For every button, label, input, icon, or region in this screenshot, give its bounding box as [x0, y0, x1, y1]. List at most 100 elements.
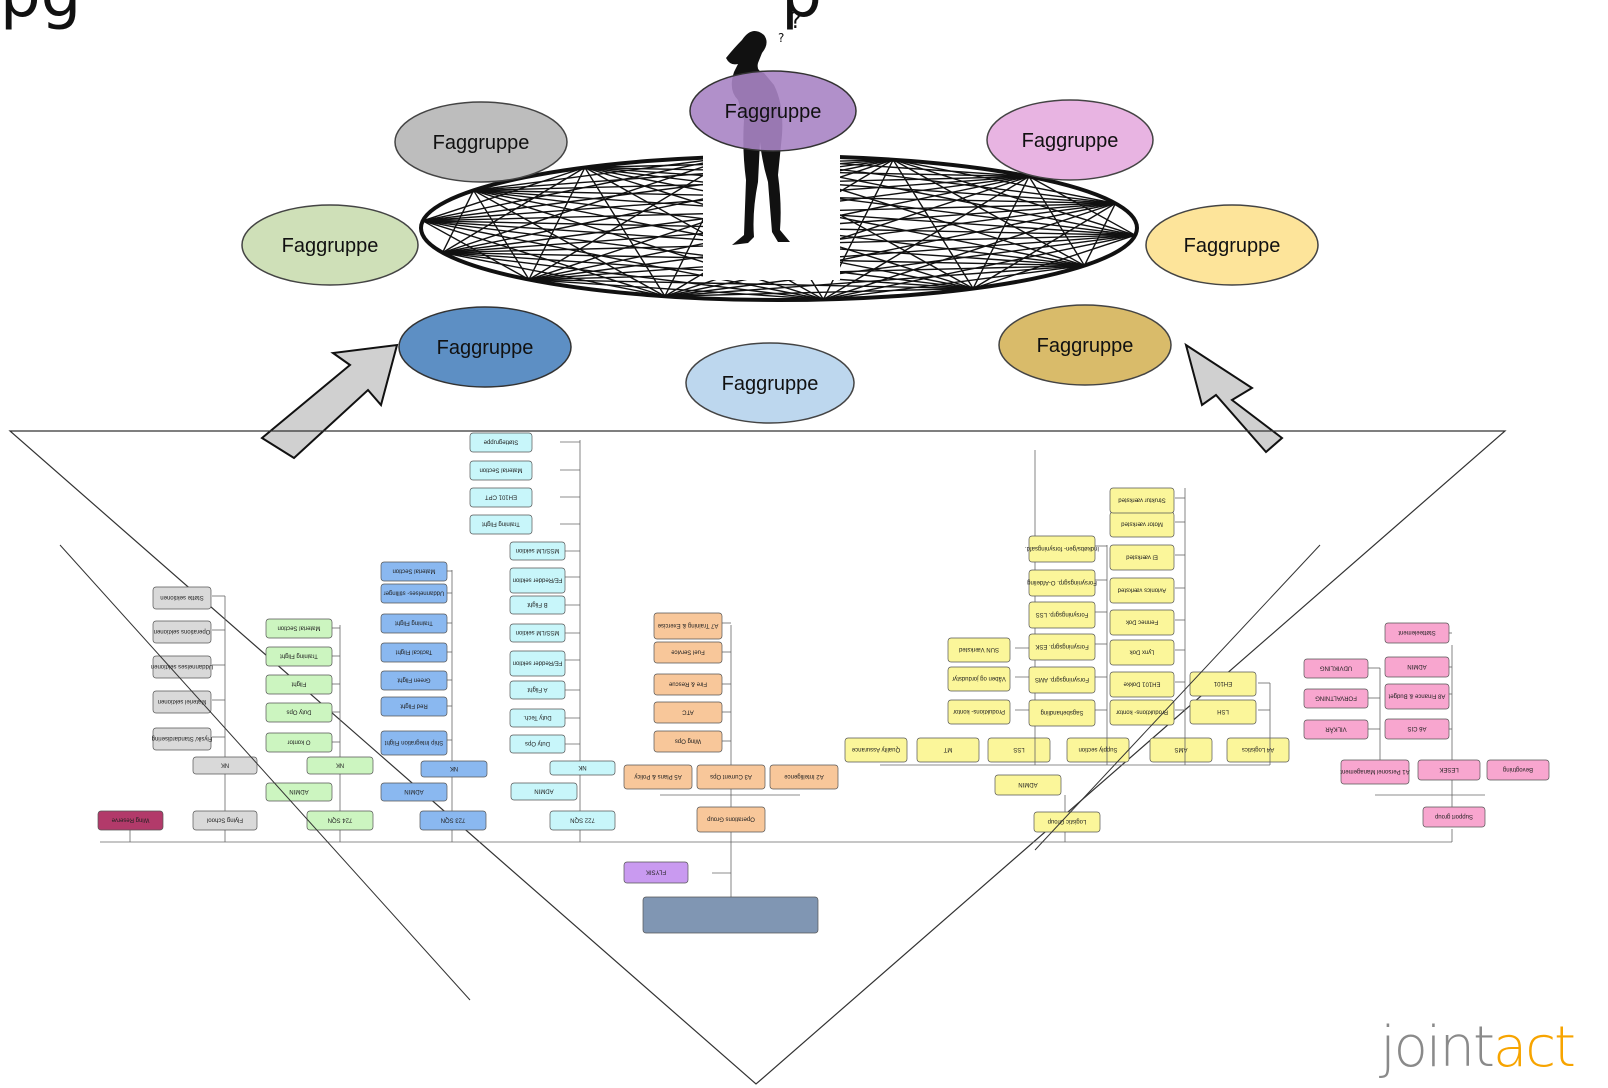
right-arrow [1184, 342, 1284, 454]
org-box: Red Flight [380, 696, 448, 717]
org-box-label: Training Flight [280, 653, 318, 659]
org-box: Forsyningsgrp. AMS [1028, 666, 1096, 694]
org-box-label: Flying School [207, 817, 243, 823]
org-box-rect [1033, 811, 1101, 833]
org-box-label: Fuel Service [671, 649, 705, 655]
org-box-rect [469, 460, 533, 481]
mesh-line [473, 189, 824, 301]
org-box-rect [1189, 699, 1257, 725]
org-box: A3 Current Ops [696, 764, 766, 790]
mesh-line [1083, 203, 1117, 266]
mesh-line [892, 159, 1136, 236]
org-box-rect [1303, 688, 1369, 709]
org-box-rect [987, 737, 1051, 763]
org-box-rect [1384, 718, 1450, 740]
org-box: 722 SQN [549, 810, 616, 831]
mesh-line [584, 166, 1116, 205]
org-box-rect [152, 620, 212, 644]
org-box: Uddannelses- stillinger [380, 583, 448, 604]
org-box-label: NK [336, 762, 344, 768]
org-box-rect [1340, 759, 1410, 785]
org-box-label: Training Flight [482, 521, 520, 527]
org-box: LSH [1189, 699, 1257, 725]
org-box-label: A8 Finance & Budget [1388, 693, 1445, 699]
org-box-label: El værksted [1126, 554, 1158, 560]
faggruppe-node: Faggruppe [241, 204, 419, 286]
org-box-rect [549, 760, 616, 776]
org-box-label: EH101 [1213, 680, 1232, 686]
org-box: EH101 CPT [469, 487, 533, 508]
faggruppe-ellipse [394, 101, 568, 183]
org-box-label: Støttegruppe [483, 439, 518, 445]
org-box-rect [420, 760, 488, 778]
left-arrow [260, 343, 399, 460]
org-box-label: Material Section [392, 568, 435, 574]
org-box: ADMIN [994, 774, 1062, 796]
org-box-label: EH101 Dokke [1123, 681, 1161, 687]
org-box: Indkøbs/gen- forsyningsafd. [1025, 535, 1099, 563]
org-box: Material Section [380, 561, 448, 582]
org-box-rect [1028, 633, 1096, 661]
org-box-label: A3 Current Ops [710, 773, 752, 779]
org-box: Våben og jordudstyr [947, 666, 1011, 692]
svg-text:?: ? [790, 9, 802, 34]
org-box-label: FORVALTNING [1315, 695, 1357, 701]
org-box-rect [947, 666, 1011, 692]
mesh-line [892, 159, 1116, 205]
org-box-rect [152, 727, 212, 751]
org-box-rect [469, 432, 533, 453]
mesh-line [422, 166, 586, 222]
org-box-label: Fennec Dok [1125, 619, 1158, 625]
org-box-label: LSH [1217, 708, 1229, 714]
org-box: SUN Værksted [947, 637, 1011, 663]
mesh-line [473, 155, 735, 192]
org-box-rect [653, 612, 723, 640]
org-box: Flight [265, 674, 333, 695]
faggruppe-node: Faggruppe [689, 70, 857, 152]
org-box: ADMIN [380, 782, 448, 802]
logo-part2: act [1492, 1015, 1576, 1080]
org-box-rect [653, 673, 723, 696]
org-box: Forsyningsgrp. LSS [1028, 601, 1096, 629]
org-box-label: Wing Ops [675, 738, 701, 744]
org-box: Operations Group [696, 806, 766, 833]
org-box-label: 723 SQN [441, 817, 466, 823]
org-box: MSS/LM sektion [509, 623, 566, 643]
org-box: Operations sektionen [152, 620, 212, 644]
org-box: Forsyningsgrp. ESK [1028, 633, 1096, 661]
faggruppe-node: Faggruppe [398, 306, 572, 388]
org-box-rect [509, 541, 566, 561]
org-box: FE/Redder sektion [509, 650, 566, 677]
mesh-line [972, 176, 1030, 289]
org-box-label: Forsyningsgrp. AMS [1035, 676, 1089, 682]
org-box-rect [152, 655, 212, 679]
org-box: Logistic Group [1033, 811, 1101, 833]
faggruppe-label: Faggruppe [437, 337, 534, 359]
org-box-rect [380, 642, 448, 663]
org-box-rect [1226, 737, 1290, 763]
org-box-label: VILKÅR [1325, 726, 1347, 733]
org-box-rect [265, 674, 333, 695]
mesh-line [422, 220, 666, 297]
faggruppe-ellipse [998, 304, 1172, 386]
org-box-rect [380, 696, 448, 717]
faggruppe-label: Faggruppe [1022, 130, 1119, 152]
org-box: Training Flight [265, 646, 333, 667]
org-box: A4 Logistics [1226, 737, 1290, 763]
org-box-label: Uddannelses sektionen [151, 663, 213, 669]
org-box: A2 Intelligence [769, 764, 839, 790]
org-box-rect [1028, 569, 1096, 597]
org-box-label: Training Flight [395, 620, 433, 626]
org-box-label: FE/Redder sektion [513, 577, 563, 583]
org-box-rect [265, 782, 333, 802]
org-box-rect [509, 680, 566, 700]
org-box-label: Logistic Group [1047, 818, 1086, 824]
org-box-rect [306, 756, 374, 775]
mesh-line [823, 234, 1136, 301]
mesh-line [584, 166, 1136, 236]
org-box-label: NK [221, 762, 229, 768]
org-box: Material Section [265, 618, 333, 639]
mesh-line [664, 202, 1116, 297]
org-box-label: LSS [1013, 746, 1024, 752]
